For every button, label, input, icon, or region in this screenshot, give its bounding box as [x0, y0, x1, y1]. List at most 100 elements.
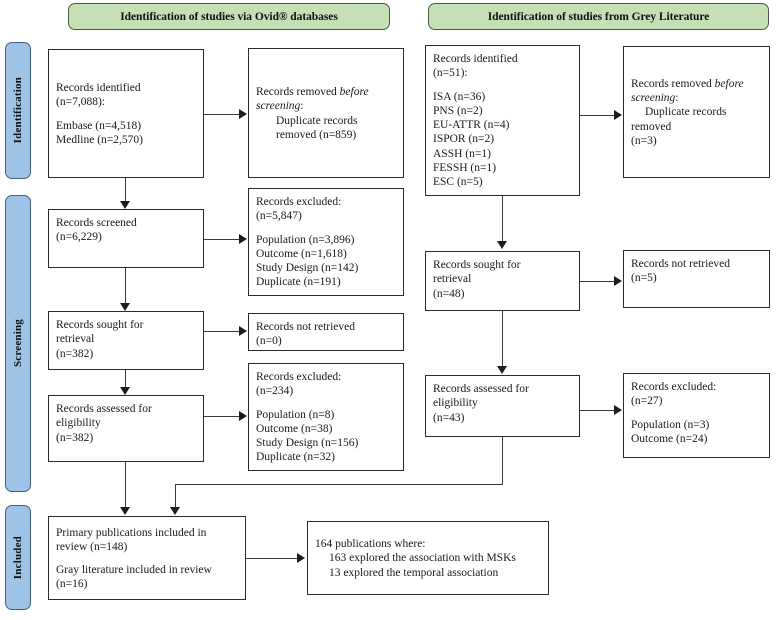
- box-spacer: [256, 399, 396, 408]
- arrow-screened-to-sought: [120, 303, 130, 311]
- connector-grey-included-segment-drop: [175, 484, 176, 508]
- banner-grey-label: Identification of studies from Grey Lite…: [487, 10, 710, 23]
- box-line: Records excluded:: [631, 381, 717, 393]
- box-line: Records excluded:: [256, 196, 342, 208]
- arrow-sought-to-assessed-ovid: [120, 387, 130, 395]
- stage-identification-label: Identification: [12, 77, 24, 144]
- stage-included: Included: [5, 505, 31, 610]
- stage-identification: Identification: [5, 42, 31, 179]
- box-line: Duplicate records: [276, 114, 358, 127]
- box-line: review (n=148): [56, 540, 128, 553]
- arrow-sought-to-not-retrieved-ovid: [239, 326, 247, 336]
- arrow-identified-to-removed-ovid: [239, 109, 247, 119]
- box-line: Records excluded:: [256, 371, 342, 383]
- box-spacer: [433, 81, 572, 90]
- box-records-not-retrieved-grey: Records not retrieved (n=5): [623, 250, 770, 308]
- connector-sought-to-not-retrieved-ovid: [204, 331, 240, 332]
- stage-screening-label: Screening: [12, 319, 24, 368]
- box-line: (n=16): [56, 578, 88, 591]
- box-records-sought-ovid: Records sought for retrieval (n=382): [48, 311, 204, 370]
- box-line: FESSH (n=1): [433, 161, 497, 174]
- arrow-assessed-to-included-ovid: [120, 507, 130, 515]
- box-line: removed (n=859): [276, 128, 357, 141]
- box-line: retrieval: [56, 333, 95, 346]
- arrow-identified-to-screened: [120, 201, 130, 209]
- box-line: Population (n=8): [256, 408, 335, 421]
- box-line: Records removed before: [631, 77, 744, 90]
- box-line: screening:: [631, 92, 679, 105]
- box-line: 164 publications where:: [315, 538, 426, 551]
- box-line: (n=7,088):: [56, 96, 105, 109]
- box-line: Medline (n=2,570): [56, 133, 143, 146]
- stage-included-label: Included: [12, 535, 24, 580]
- box-records-excluded-eligibility-grey: Records excluded: (n=27) Population (n=3…: [623, 373, 770, 458]
- box-line: (n=5,847): [256, 210, 302, 223]
- connector-sought-to-not-retrieved-grey: [580, 281, 615, 282]
- arrow-identified-to-sought-grey: [497, 241, 507, 249]
- box-line: eligibility: [56, 417, 101, 430]
- box-line: eligibility: [433, 397, 478, 410]
- box-line: Population (n=3): [631, 418, 710, 431]
- box-line: Records assessed for: [56, 403, 152, 415]
- box-records-identified-grey: Records identified (n=51): ISA (n=36) PN…: [425, 45, 580, 196]
- connector-screened-to-sought: [125, 268, 126, 304]
- box-line: Records screened: [56, 217, 137, 229]
- box-records-identified-ovid: Records identified (n=7,088): Embase (n=…: [48, 49, 204, 178]
- stage-screening: Screening: [5, 195, 31, 492]
- arrow-screened-to-excluded: [239, 234, 247, 244]
- box-line: Duplicate (n=191): [256, 276, 341, 289]
- box-line: ISPOR (n=2): [433, 133, 495, 146]
- arrow-assessed-to-excluded-ovid: [239, 411, 247, 421]
- box-publications-summary: 164 publications where: 163 explored the…: [307, 521, 549, 595]
- box-included-review: Primary publications included in review …: [48, 516, 246, 600]
- box-records-assessed-ovid: Records assessed for eligibility (n=382): [48, 395, 204, 462]
- box-line: Outcome (n=38): [256, 422, 333, 435]
- box-line: Records identified: [433, 53, 518, 65]
- connector-identified-to-removed-ovid: [204, 114, 240, 115]
- box-line: (n=234): [256, 385, 294, 398]
- connector-included-to-summary: [246, 558, 298, 559]
- arrow-identified-to-removed-grey: [614, 110, 622, 120]
- connector-grey-included-segment-down: [502, 437, 503, 484]
- connector-screened-to-excluded: [204, 239, 240, 240]
- connector-sought-to-assessed-grey: [502, 311, 503, 367]
- box-line: Records not retrieved: [256, 321, 355, 333]
- connector-assessed-to-excluded-grey: [580, 410, 615, 411]
- box-line: (n=51):: [433, 67, 468, 80]
- box-line: (n=0): [256, 335, 282, 348]
- box-line: Gray literature included in review: [56, 564, 212, 576]
- box-line: Records sought for: [433, 259, 521, 271]
- arrow-included-to-summary: [297, 553, 305, 563]
- box-line: retrieval: [433, 273, 472, 286]
- arrow-sought-to-assessed-grey: [497, 366, 507, 374]
- box-line: (n=3): [631, 134, 657, 147]
- box-line: Duplicate records: [645, 106, 727, 119]
- banner-ovid-label: Identification of studies via Ovid® data…: [120, 10, 338, 23]
- box-line: Primary publications included in: [56, 526, 207, 539]
- box-line: EU-ATTR (n=4): [433, 119, 510, 131]
- connector-identified-to-removed-grey: [580, 115, 615, 116]
- box-line: 163 explored the association with MSKs: [329, 552, 516, 565]
- box-line: ISA (n=36): [433, 90, 486, 103]
- box-spacer: [56, 554, 238, 563]
- box-line: 13 explored the temporal association: [329, 566, 499, 579]
- connector-assessed-to-excluded-ovid: [204, 416, 240, 417]
- box-records-excluded-screened: Records excluded: (n=5,847) Population (…: [248, 188, 404, 296]
- connector-assessed-to-included-ovid: [125, 462, 126, 508]
- box-line: (n=48): [433, 287, 465, 300]
- box-records-sought-grey: Records sought for retrieval (n=48): [425, 251, 580, 311]
- box-line: removed: [631, 120, 672, 133]
- box-line: Outcome (n=1,618): [256, 247, 347, 260]
- box-records-not-retrieved-ovid: Records not retrieved (n=0): [248, 313, 404, 351]
- box-line: screening:: [256, 100, 304, 113]
- box-line: Embase (n=4,518): [56, 119, 142, 132]
- box-spacer: [256, 224, 396, 233]
- box-line: Outcome (n=24): [631, 432, 708, 445]
- box-line: (n=382): [56, 431, 94, 444]
- connector-sought-to-assessed-ovid: [125, 370, 126, 388]
- box-records-screened: Records screened (n=6,229): [48, 209, 204, 268]
- box-line: (n=43): [433, 411, 465, 424]
- box-line: Records assessed for: [433, 383, 529, 395]
- box-line: Records not retrieved: [631, 258, 730, 270]
